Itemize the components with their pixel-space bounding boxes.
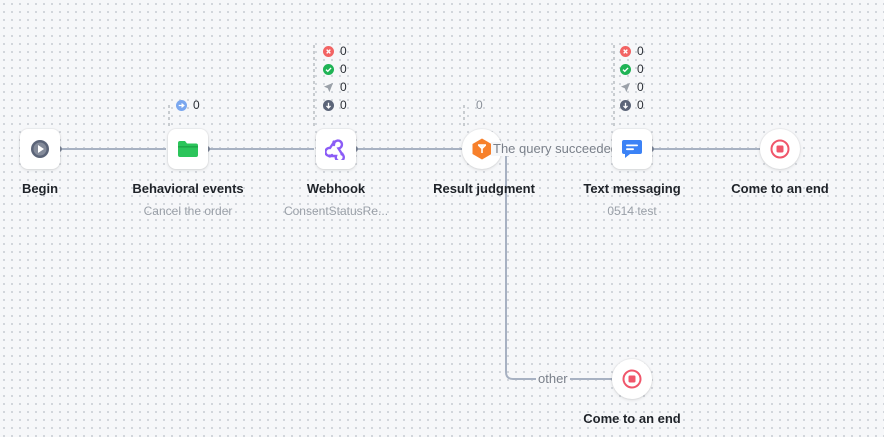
stat-sent: 0 — [620, 78, 644, 96]
end-node-2[interactable] — [612, 359, 652, 399]
webhook-stats: 0 0 0 0 — [323, 42, 347, 114]
behavioral-events-node[interactable] — [168, 129, 208, 169]
stat-sent: 0 — [323, 78, 347, 96]
webhook-sub: ConsentStatusRe... — [283, 204, 389, 218]
stat-success: 0 — [323, 60, 347, 78]
stat-success-count: 0 — [637, 62, 644, 76]
branch-icon — [472, 138, 492, 160]
check-icon — [620, 63, 631, 75]
webhook-label: Webhook — [306, 181, 366, 196]
stat-success-count: 0 — [340, 62, 347, 76]
error-icon — [620, 45, 631, 57]
end-node-1[interactable] — [760, 129, 800, 169]
check-icon — [323, 63, 334, 75]
webhook-icon — [325, 139, 345, 160]
text-messaging-node[interactable] — [612, 129, 652, 169]
result-judgment-label: Result judgment — [433, 181, 535, 196]
send-icon — [323, 82, 334, 92]
stat-failed-count: 0 — [637, 44, 644, 58]
folder-icon — [178, 141, 198, 157]
text-messaging-label: Text messaging — [583, 181, 681, 196]
edge-label-other: other — [536, 371, 570, 386]
stop-icon — [770, 139, 790, 159]
behavioral-count: 0 — [176, 98, 200, 112]
send-icon — [620, 82, 631, 92]
text-messaging-sub: 0514 test — [607, 204, 657, 218]
error-icon — [323, 45, 334, 57]
begin-node[interactable] — [20, 129, 60, 169]
stat-success: 0 — [620, 60, 644, 78]
stat-down: 0 — [323, 96, 347, 114]
begin-label: Begin — [21, 181, 59, 196]
stat-failed: 0 — [620, 42, 644, 60]
behavioral-count-value: 0 — [193, 98, 200, 112]
webhook-node[interactable] — [316, 129, 356, 169]
stat-down-count: 0 — [340, 98, 347, 112]
end-label-1: Come to an end — [731, 181, 829, 196]
play-icon — [31, 140, 49, 158]
judgment-count: 0 — [476, 98, 483, 112]
edge-label-success: The query succeeded — [491, 141, 621, 156]
stat-sent-count: 0 — [637, 80, 644, 94]
behavioral-events-sub: Cancel the order — [143, 204, 233, 218]
arrow-down-icon — [323, 99, 334, 111]
end-label-2: Come to an end — [583, 411, 681, 426]
message-icon — [622, 140, 642, 158]
stop-icon — [622, 369, 642, 389]
stat-failed-count: 0 — [340, 44, 347, 58]
stat-sent-count: 0 — [340, 80, 347, 94]
arrow-down-icon — [620, 99, 631, 111]
stat-down: 0 — [620, 96, 644, 114]
arrow-right-icon — [176, 99, 187, 111]
stat-down-count: 0 — [637, 98, 644, 112]
sms-stats: 0 0 0 0 — [620, 42, 644, 114]
behavioral-events-label: Behavioral events — [132, 181, 244, 196]
stat-failed: 0 — [323, 42, 347, 60]
